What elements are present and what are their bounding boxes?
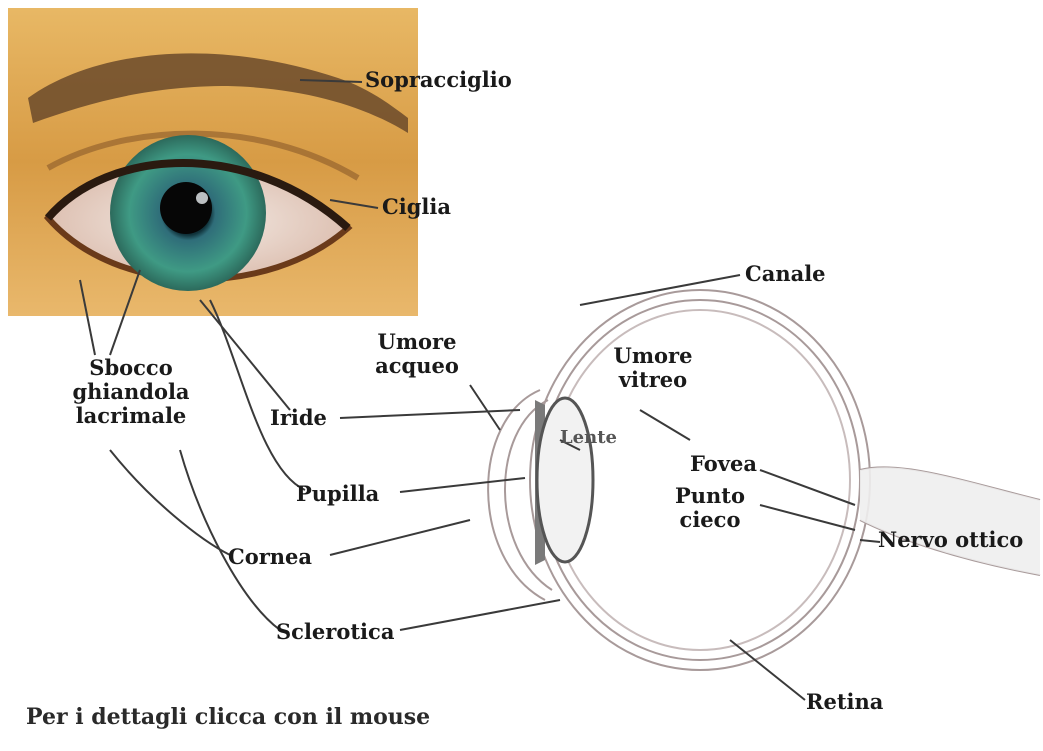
label-umore-acqueo[interactable]: Umore acqueo [362, 330, 472, 378]
lens-shape [537, 398, 593, 562]
label-cornea[interactable]: Cornea [228, 545, 312, 569]
label-retina[interactable]: Retina [806, 690, 883, 714]
optic-nerve-shape [860, 467, 1040, 575]
label-nervo-ottico[interactable]: Nervo ottico [878, 528, 1023, 552]
label-sclerotica[interactable]: Sclerotica [276, 620, 394, 644]
label-canale[interactable]: Canale [745, 262, 826, 286]
label-fovea[interactable]: Fovea [690, 452, 757, 476]
label-sopracciglio[interactable]: Sopracciglio [365, 68, 512, 92]
label-umore-vitreo[interactable]: Umore vitreo [608, 344, 698, 392]
label-lente[interactable]: Lente [560, 428, 617, 449]
footer-instruction: Per i dettagli clicca con il mouse [26, 704, 430, 730]
label-sbocco-ghiandola-lacrimale[interactable]: Sbocco ghiandola lacrimale [56, 356, 206, 428]
label-iride[interactable]: Iride [270, 406, 327, 430]
label-ciglia[interactable]: Ciglia [382, 195, 451, 219]
label-pupilla[interactable]: Pupilla [296, 482, 379, 506]
label-punto-cieco[interactable]: Punto cieco [660, 484, 760, 532]
